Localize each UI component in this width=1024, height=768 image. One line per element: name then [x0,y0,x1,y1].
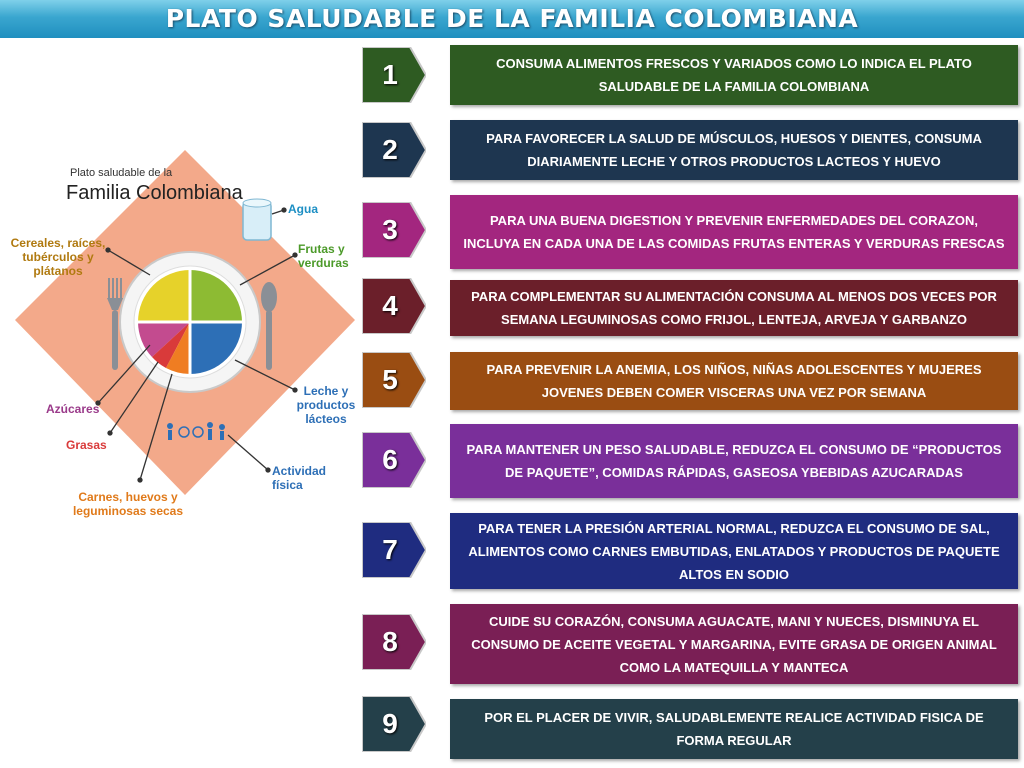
arrow-badge-7 [362,522,426,578]
arrow-badge-6 [362,432,426,488]
plate-title-big: Familia Colombiana [66,182,243,204]
recommendation-7: PARA TENER LA PRESIÓN ARTERIAL NORMAL, R… [450,513,1018,589]
label-leche: Leche y productos lácteos [296,384,356,426]
label-actividad: Actividad física [272,464,327,492]
recommendation-text: CUIDE SU CORAZÓN, CONSUMA AGUACATE, MANI… [471,613,997,675]
badge-3: 3 [362,202,426,258]
recommendation-text: PARA UNA BUENA DIGESTION Y PREVENIR ENFE… [463,213,1005,251]
recommendation-4: PARA COMPLEMENTAR SU ALIMENTACIÓN CONSUM… [450,280,1018,336]
label-grasas: Grasas [66,438,107,452]
badge-8: 8 [362,614,426,670]
water-glass-icon [242,201,272,241]
badge-2: 2 [362,122,426,178]
recommendation-2: PARA FAVORECER LA SALUD DE MÚSCULOS, HUE… [450,120,1018,180]
recommendation-1: CONSUMA ALIMENTOS FRESCOS Y VARIADOS COM… [450,45,1018,105]
recommendation-9: POR EL PLACER DE VIVIR, SALUDABLEMENTE R… [450,699,1018,759]
spoon-icon [261,282,277,370]
badge-1: 1 [362,47,426,103]
physical-activity-icon [167,422,225,440]
badge-7: 7 [362,522,426,578]
badge-number: 8 [382,626,398,657]
recommendation-text: PARA TENER LA PRESIÓN ARTERIAL NORMAL, R… [468,520,1000,582]
recommendation-8: CUIDE SU CORAZÓN, CONSUMA AGUACATE, MANI… [450,604,1018,684]
arrow-badge-1 [362,47,426,103]
fruits-vegetables-section [190,270,242,322]
recommendation-3: PARA UNA BUENA DIGESTION Y PREVENIR ENFE… [450,195,1018,269]
label-frutas: Frutas y verduras [298,242,349,270]
badge-number: 7 [382,534,398,565]
badge-number: 4 [382,290,398,321]
badge-5: 5 [362,352,426,408]
healthy-plate-figure: Plato saludable de la Familia Colombiana… [0,150,360,550]
meats-section [166,322,190,374]
badge-number: 9 [382,708,398,739]
recommendation-5: PARA PREVENIR LA ANEMIA, LOS NIÑOS, NIÑA… [450,352,1018,410]
plate-title-small: Plato saludable de la [70,167,173,179]
recommendation-6: PARA MANTENER UN PESO SALUDABLE, REDUZCA… [450,424,1018,498]
label-azucares: Azúcares [46,402,100,416]
badge-number: 6 [382,444,398,475]
recommendation-text: PARA FAVORECER LA SALUD DE MÚSCULOS, HUE… [486,131,982,169]
arrow-badge-4 [362,278,426,334]
badge-4: 4 [362,278,426,334]
plate-illustration [15,150,355,495]
sugars-section [138,322,190,357]
recommendation-text: POR EL PLACER DE VIVIR, SALUDABLEMENTE R… [484,710,984,748]
fork-icon [107,278,123,370]
recommendation-text: CONSUMA ALIMENTOS FRESCOS Y VARIADOS COM… [496,56,972,94]
title-banner: PLATO SALUDABLE DE LA FAMILIA COLOMBIANA [0,0,1024,38]
label-cereales: Cereales, raíces, tubérculos y plátanos [10,236,106,278]
arrow-badge-3 [362,202,426,258]
badge-number: 1 [382,59,398,90]
badge-6: 6 [362,432,426,488]
dairy-section [190,322,242,374]
badge-number: 5 [382,364,398,395]
fats-section [152,322,190,368]
cereals-section [138,270,190,322]
badge-number: 3 [382,214,398,245]
arrow-badge-2 [362,122,426,178]
badge-number: 2 [382,134,398,165]
label-carnes: Carnes, huevos y leguminosas secas [72,490,184,518]
recommendation-text: PARA COMPLEMENTAR SU ALIMENTACIÓN CONSUM… [471,289,997,327]
badge-9: 9 [362,696,426,752]
recommendation-text: PARA MANTENER UN PESO SALUDABLE, REDUZCA… [466,442,1002,480]
arrow-badge-8 [362,614,426,670]
label-agua: Agua [288,202,318,216]
arrow-badge-9 [362,696,426,752]
page-title: PLATO SALUDABLE DE LA FAMILIA COLOMBIANA [165,4,859,33]
recommendation-text: PARA PREVENIR LA ANEMIA, LOS NIÑOS, NIÑA… [486,362,982,400]
arrow-badge-5 [362,352,426,408]
